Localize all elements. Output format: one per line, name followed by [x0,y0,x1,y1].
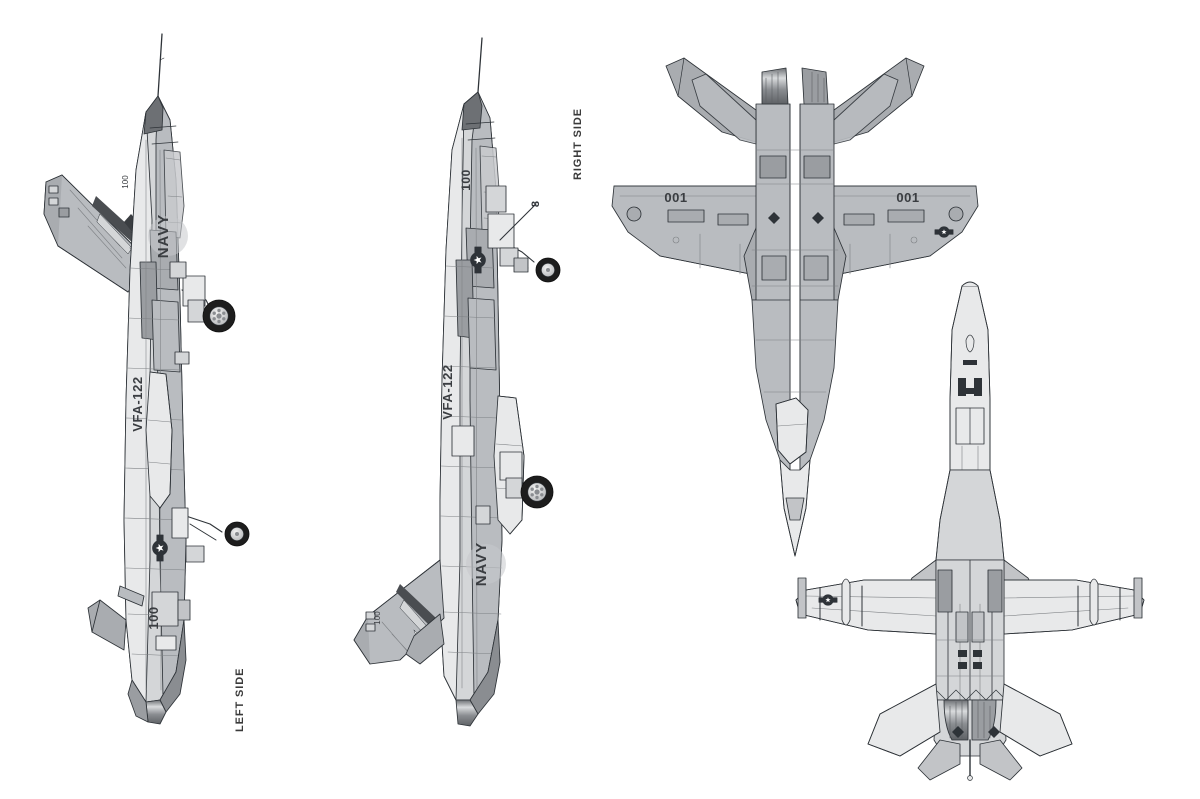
view-left-side: NAVY VFA-122 100 100 [43,33,250,725]
view-bottom-plan [795,281,1145,781]
left-side-navy-text: NAVY [155,214,172,259]
right-side-squadron-text: VFA-122 [440,364,455,420]
top-plan-left-wing-modex-text: 001 [664,190,687,205]
right-side-navy-text: NAVY [473,542,490,587]
left-side-squadron-text: VFA-122 [130,376,145,432]
view-top-plan: 001 001 [611,57,979,557]
right-side-modex-text: 100 [459,169,473,191]
top-plan-right-wing-modex-text: 001 [896,190,919,205]
right-side-callout-8-text: 8 [530,201,542,207]
left-side-modex-text: 100 [146,606,161,629]
left-side-fin-modex-text: 100 [121,175,130,189]
right-side-fin-modex-text: 100 [373,611,382,625]
view-right-side: 8 NAVY VFA-122 100 100 [353,37,561,727]
view-label-left-side: LEFT SIDE [234,667,246,732]
view-label-right-side: RIGHT SIDE [572,108,584,180]
